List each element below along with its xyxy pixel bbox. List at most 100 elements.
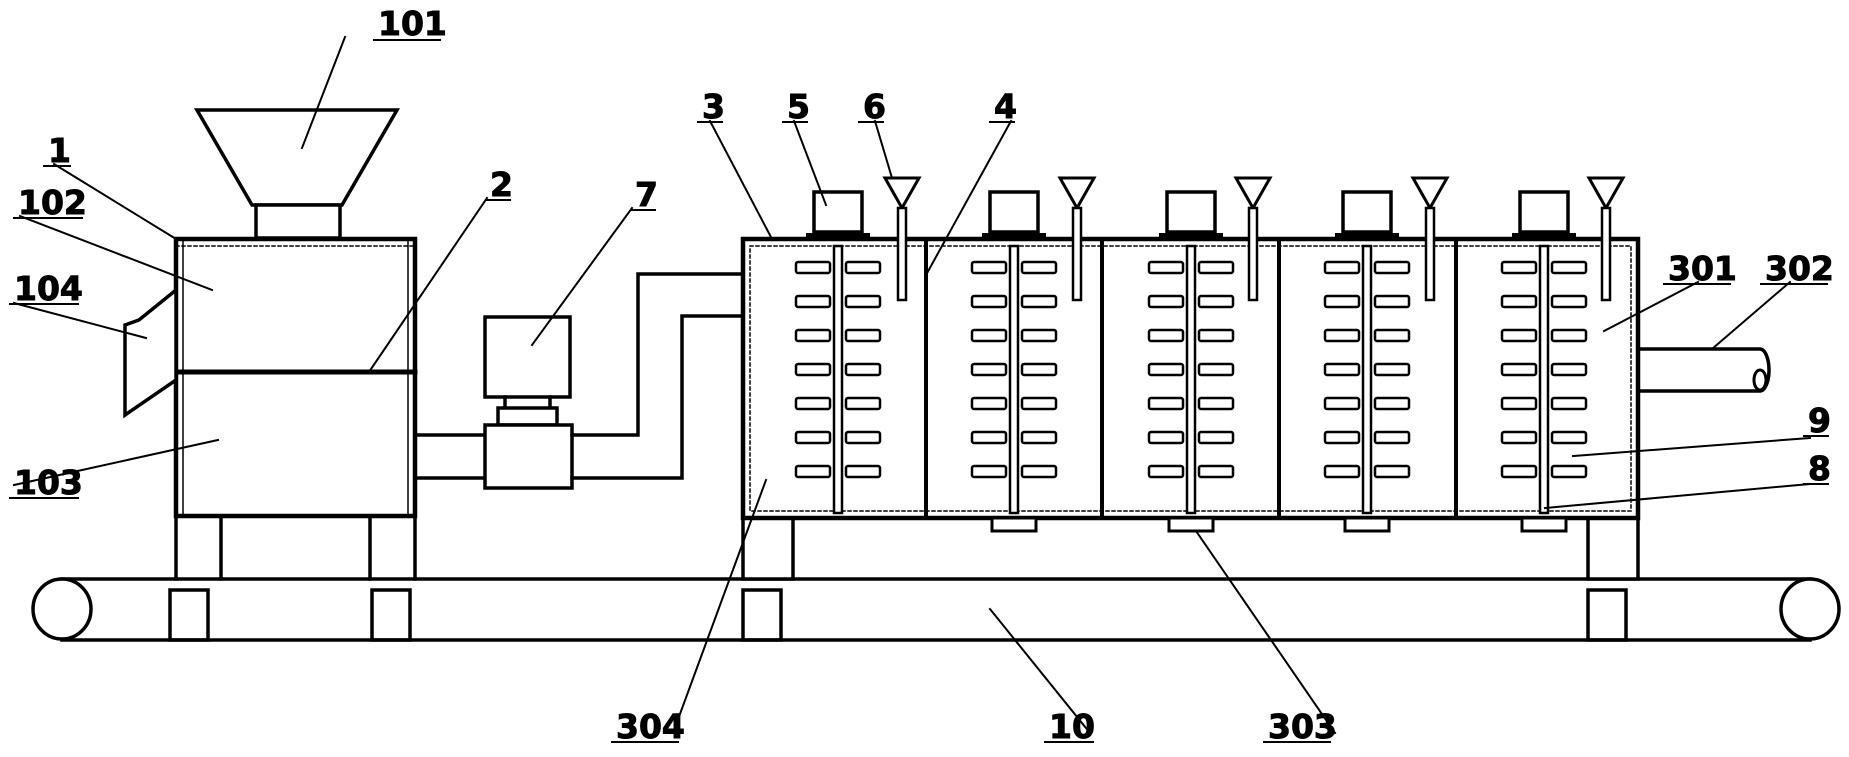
paddle-left xyxy=(794,328,832,343)
belt-leg xyxy=(168,588,210,642)
paddle-right xyxy=(1197,464,1235,479)
paddle-right xyxy=(844,328,882,343)
paddle-right xyxy=(1020,396,1058,411)
agitator-shaft xyxy=(832,244,844,515)
paddle-right xyxy=(1373,430,1411,445)
bottom-valve xyxy=(1167,516,1215,533)
label-7: 7 xyxy=(635,175,658,214)
feed-tube xyxy=(1071,206,1083,302)
leader-301 xyxy=(1602,280,1700,333)
tank-leg xyxy=(1586,516,1640,581)
leader-104 xyxy=(12,301,148,340)
paddle-right xyxy=(1550,294,1588,309)
paddle-left xyxy=(1323,396,1361,411)
paddle-right xyxy=(1550,328,1588,343)
label-underlines xyxy=(9,39,1829,743)
belt-leg xyxy=(741,588,783,642)
paddle-left xyxy=(970,464,1008,479)
label-1: 1 xyxy=(48,131,71,170)
leader-2 xyxy=(367,196,489,374)
paddle-right xyxy=(1020,260,1058,275)
leader-1 xyxy=(52,162,178,241)
pump-assembly xyxy=(413,272,745,490)
tank-leg xyxy=(741,516,795,581)
belt-roller-left xyxy=(31,577,93,641)
paddle-left xyxy=(794,362,832,377)
feed-hopper xyxy=(193,108,401,207)
paddle-left xyxy=(1147,464,1185,479)
outlet-pipe xyxy=(570,314,745,480)
paddle-left xyxy=(1323,260,1361,275)
paddle-right xyxy=(1197,362,1235,377)
leader-4 xyxy=(924,119,1013,277)
feed-funnel xyxy=(1057,176,1097,212)
paddle-left xyxy=(1323,294,1361,309)
paddle-left xyxy=(1323,328,1361,343)
feed-tube xyxy=(1247,206,1259,302)
pump-body xyxy=(483,423,574,490)
paddle-right xyxy=(844,294,882,309)
label-9: 9 xyxy=(1808,401,1831,440)
paddle-left xyxy=(1323,464,1361,479)
leader-7 xyxy=(530,206,634,347)
paddle-left xyxy=(970,362,1008,377)
hopper-neck xyxy=(254,203,342,240)
feed-funnel xyxy=(1410,176,1450,212)
paddle-left xyxy=(1147,328,1185,343)
paddle-left xyxy=(1323,430,1361,445)
label-4: 4 xyxy=(994,87,1017,126)
paddle-right xyxy=(844,396,882,411)
paddle-right xyxy=(1197,328,1235,343)
paddle-left xyxy=(794,430,832,445)
agitator-shaft xyxy=(1361,244,1373,515)
paddle-left xyxy=(1500,430,1538,445)
leader-lines xyxy=(12,35,1812,735)
label-304: 304 xyxy=(616,707,685,746)
paddle-right xyxy=(1550,396,1588,411)
leader-303 xyxy=(1194,529,1337,735)
agitator-shaft xyxy=(1538,244,1550,515)
pump-motor xyxy=(483,315,572,399)
reaction-tank xyxy=(740,176,1771,581)
feed-funnel xyxy=(882,176,922,212)
feed-funnel xyxy=(1586,176,1626,212)
paddle-left xyxy=(794,464,832,479)
paddle-right xyxy=(844,430,882,445)
paddle-right xyxy=(1020,328,1058,343)
paddle-right xyxy=(1373,464,1411,479)
leader-5 xyxy=(792,119,828,207)
paddle-left xyxy=(1147,260,1185,275)
paddle-left xyxy=(794,260,832,275)
paddle-right xyxy=(1197,294,1235,309)
crusher-unit xyxy=(123,108,418,581)
feed-funnel xyxy=(1233,176,1273,212)
leader-102 xyxy=(18,214,214,292)
paddle-left xyxy=(1147,430,1185,445)
label-5: 5 xyxy=(787,87,810,126)
belt-leg xyxy=(1586,588,1628,642)
leader-6 xyxy=(873,119,894,180)
paddle-left xyxy=(1500,328,1538,343)
label-302: 302 xyxy=(1765,249,1834,288)
paddle-right xyxy=(1550,260,1588,275)
paddle-right xyxy=(844,464,882,479)
paddle-left xyxy=(1500,396,1538,411)
paddle-left xyxy=(794,294,832,309)
paddle-right xyxy=(1020,362,1058,377)
belt-roller-right xyxy=(1779,577,1841,641)
label-301: 301 xyxy=(1668,249,1737,288)
paddle-right xyxy=(1550,464,1588,479)
paddle-right xyxy=(1373,396,1411,411)
agitator-motor xyxy=(988,190,1040,234)
label-104: 104 xyxy=(14,269,83,308)
paddle-right xyxy=(1020,464,1058,479)
outlet-pipe xyxy=(570,272,745,437)
leader-3 xyxy=(708,119,774,241)
leader-103 xyxy=(12,438,220,487)
paddle-left xyxy=(1500,294,1538,309)
label-3: 3 xyxy=(702,87,725,126)
conveyor-belt xyxy=(31,577,1841,642)
paddle-right xyxy=(1197,396,1235,411)
